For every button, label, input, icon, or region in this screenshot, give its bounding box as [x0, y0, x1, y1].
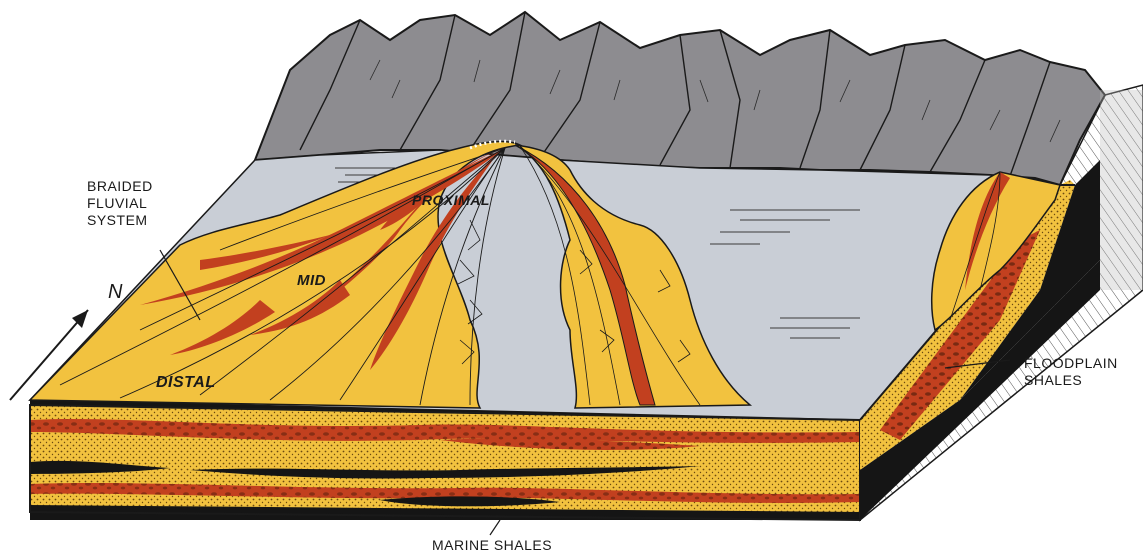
front-cross-section	[30, 405, 860, 520]
floodplain-shales-label: FLOODPLAIN SHALES	[1024, 355, 1118, 389]
north-label: N	[108, 284, 123, 301]
label-line: FLOODPLAIN	[1024, 355, 1118, 372]
mid-label: MID	[297, 272, 326, 289]
marine-shales-label: MARINE SHALES	[432, 537, 552, 554]
label-line: FLUVIAL	[87, 195, 153, 212]
mountain-side-wall	[1100, 90, 1143, 290]
braided-fluvial-system-label: BRAIDED FLUVIAL SYSTEM	[87, 178, 153, 229]
label-line: SYSTEM	[87, 212, 153, 229]
label-line: BRAIDED	[87, 178, 153, 195]
distal-label: DISTAL	[156, 374, 216, 391]
label-line: SHALES	[1024, 372, 1118, 389]
proximal-label: PROXIMAL	[412, 192, 490, 209]
